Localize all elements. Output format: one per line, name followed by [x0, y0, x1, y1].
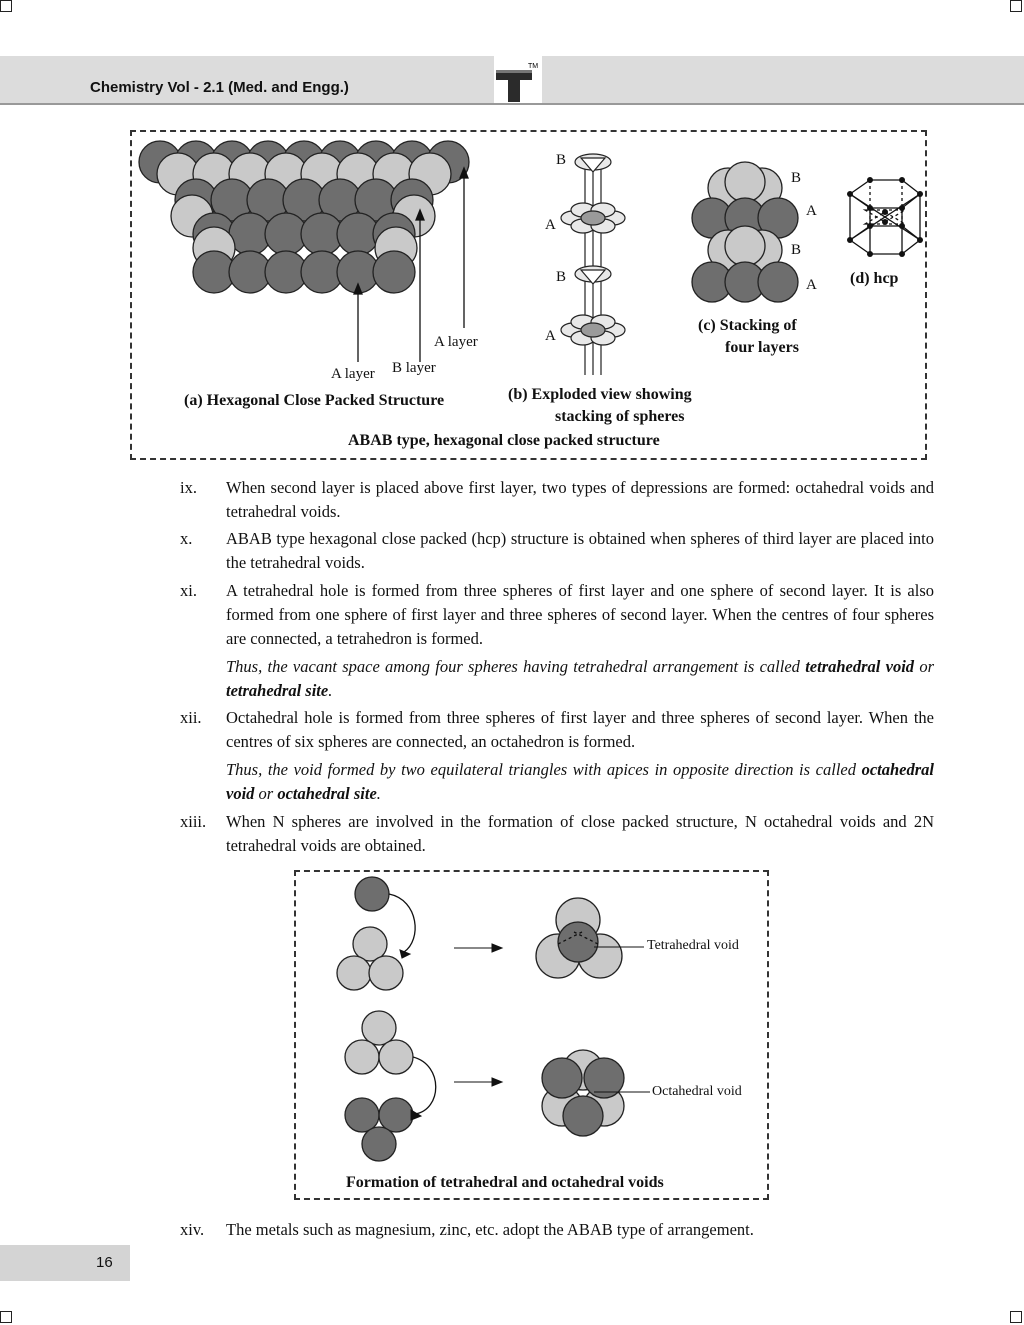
header-title: Chemistry Vol - 2.1 (Med. and Engg.): [90, 79, 349, 96]
figure-voids-box: [294, 870, 769, 1200]
item-number: xiv.: [180, 1220, 205, 1239]
page-number: 16: [96, 1254, 113, 1271]
item-text: When N spheres are involved in the forma…: [226, 812, 934, 855]
caption-b-line2: stacking of spheres: [555, 408, 685, 425]
item-number: ix.: [180, 478, 197, 497]
c-stack-label-4: A: [806, 277, 817, 293]
definition-term-1: tetrahedral void: [805, 657, 915, 676]
voids-illustration: [336, 876, 650, 1162]
item-number: xiii.: [180, 812, 207, 831]
c-stack-label-2: A: [806, 203, 817, 219]
crop-mark-top-left: [0, 0, 12, 12]
definition-connector: or: [254, 784, 278, 803]
label-octahedral-void: Octahedral void: [652, 1084, 742, 1099]
item-text: Octahedral hole is formed from three sph…: [226, 708, 934, 751]
definition-end: .: [328, 681, 333, 700]
b-stack-label-4: A: [545, 328, 556, 344]
header-divider: [0, 103, 1024, 105]
item-text: A tetrahedral hole is formed from three …: [226, 581, 934, 648]
label-a-layer-bottom: A layer: [331, 366, 375, 382]
footer-band: [0, 1245, 130, 1281]
caption-d: (d) hcp: [850, 270, 899, 287]
crop-mark-bottom-right: [1010, 1311, 1022, 1323]
hcp-drawing: [138, 140, 923, 375]
item-number: xi.: [180, 581, 197, 600]
item-text: ABAB type hexagonal close packed (hcp) s…: [226, 529, 934, 572]
definition-italic: Thus, the void formed by two equilateral…: [226, 760, 862, 779]
item-definition: Thus, the void formed by two equilateral…: [226, 758, 934, 806]
caption-b-line1: (b) Exploded view showing: [508, 386, 692, 403]
list-item-ix: ix. When second layer is placed above fi…: [180, 476, 934, 524]
label-b-layer: B layer: [392, 360, 436, 376]
crop-mark-top-right: [1010, 0, 1022, 12]
c-stack-label-3: B: [791, 242, 802, 258]
caption-a: (a) Hexagonal Close Packed Structure: [184, 392, 445, 409]
label-tetrahedral-void: Tetrahedral void: [647, 938, 739, 953]
definition-italic: Thus, the vacant space among four sphere…: [226, 657, 806, 676]
b-stack-label-2: A: [545, 217, 556, 233]
b-stack-label-3: B: [556, 269, 567, 285]
item-text: When second layer is placed above first …: [226, 478, 934, 521]
list-item-xiii: xiii. When N spheres are involved in the…: [180, 810, 934, 858]
list-item-xiv: xiv. The metals such as magnesium, zinc,…: [180, 1218, 934, 1242]
item-text: The metals such as magnesium, zinc, etc.…: [226, 1220, 754, 1239]
figure-hcp-box: [130, 130, 927, 460]
label-a-layer-top: A layer: [434, 334, 478, 350]
c-stack-label-1: B: [791, 170, 802, 186]
crop-mark-bottom-left: [0, 1311, 12, 1323]
svg-text:TM: TM: [528, 63, 538, 70]
b-stack-label-1: B: [556, 152, 567, 168]
figure2-caption: Formation of tetrahedral and octahedral …: [346, 1174, 664, 1191]
caption-c-line2: four layers: [725, 339, 799, 356]
figure1-main-caption: ABAB type, hexagonal close packed struct…: [348, 432, 660, 449]
item-definition: Thus, the vacant space among four sphere…: [226, 655, 934, 703]
item-number: xii.: [180, 708, 202, 727]
definition-connector: or: [914, 657, 935, 676]
list-item-x: x. ABAB type hexagonal close packed (hcp…: [180, 527, 934, 575]
list-item-xii: xii. Octahedral hole is formed from thre…: [180, 706, 934, 806]
definition-end: .: [376, 784, 381, 803]
caption-c-line1: (c) Stacking of: [698, 317, 797, 334]
definition-term-1: octahedral void: [226, 760, 934, 803]
list-item-xi: xi. A tetrahedral hole is formed from th…: [180, 579, 934, 703]
definition-term-2: octahedral site: [277, 784, 377, 803]
item-number: x.: [180, 529, 193, 548]
t-logo-icon: TM: [494, 56, 542, 104]
definition-term-2: tetrahedral site: [226, 681, 329, 700]
